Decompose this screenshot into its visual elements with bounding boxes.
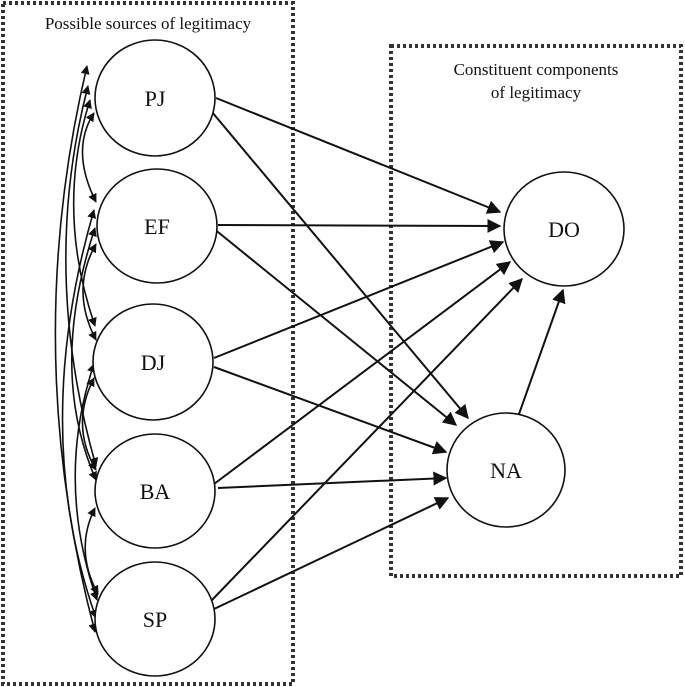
path-ef-do — [217, 218, 502, 233]
node-ba-label: BA — [140, 479, 171, 504]
node-do: DO — [503, 171, 625, 287]
sources-box — [1, 1, 295, 686]
path-ba-na — [217, 471, 448, 489]
path-na-do — [518, 288, 566, 415]
path-dj-na — [213, 366, 448, 455]
node-ef-label: EF — [144, 214, 170, 239]
directed-paths — [211, 97, 566, 610]
node-sp: SP — [94, 561, 216, 677]
path-dj-do — [213, 240, 505, 359]
components-box-title-line1: Constituent components — [454, 60, 619, 79]
correlation-curves — [54, 65, 99, 633]
path-sp-na — [213, 497, 450, 610]
node-do-label: DO — [548, 217, 580, 242]
node-ba: BA — [94, 433, 216, 549]
path-sp-do — [211, 277, 523, 601]
corr-ef-ba — [71, 227, 97, 481]
components-box-title-line2: of legitimacy — [491, 83, 582, 102]
node-na: NA — [446, 412, 566, 528]
node-na-label: NA — [490, 458, 522, 483]
node-pj: PJ — [94, 39, 216, 157]
corr-ba-sp — [84, 507, 99, 595]
path-pj-na — [211, 111, 469, 420]
corr-ef-sp — [61, 209, 98, 619]
node-sp-label: SP — [143, 607, 167, 632]
path-pj-do — [215, 97, 502, 214]
path-ef-na — [212, 227, 458, 426]
path-ba-do — [213, 261, 512, 485]
sources-box-title: Possible sources of legitimacy — [45, 14, 252, 33]
node-pj-label: PJ — [145, 86, 166, 111]
corr-pj-ef — [81, 112, 97, 203]
node-dj: DJ — [92, 303, 214, 421]
components-box — [389, 44, 683, 578]
node-ef: EF — [96, 168, 218, 284]
node-dj-label: DJ — [141, 350, 166, 375]
